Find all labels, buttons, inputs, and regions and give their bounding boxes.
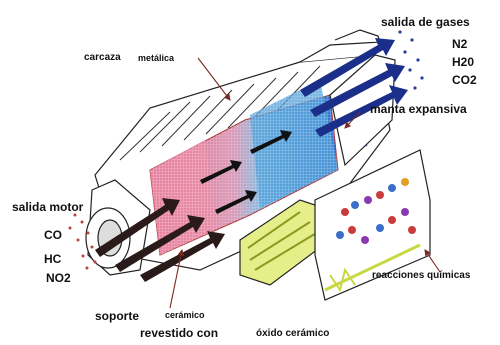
label-co2: CO2: [452, 74, 477, 86]
label-support: soporte: [95, 310, 139, 322]
label-gas-outlet: salida de gases: [381, 16, 470, 28]
outlet-particles: [398, 30, 423, 89]
label-hc: HC: [44, 253, 61, 265]
label-ceramic-oxide: óxido cerámico: [256, 329, 329, 339]
label-coated-with: revestido con: [140, 327, 218, 339]
label-chemical-reactions: reacciones químicas: [372, 271, 470, 281]
label-h2o: H20: [452, 56, 474, 68]
label-support-ceramic: cerámico: [165, 311, 205, 320]
label-co: CO: [44, 229, 62, 241]
label-no2: NO2: [46, 272, 71, 284]
label-expansion-mat: manta expansiva: [370, 103, 467, 115]
label-engine-outlet: salida motor: [12, 201, 83, 213]
label-housing-material: metálica: [138, 54, 174, 63]
label-n2: N2: [452, 38, 467, 50]
label-housing: carcaza: [84, 53, 121, 63]
